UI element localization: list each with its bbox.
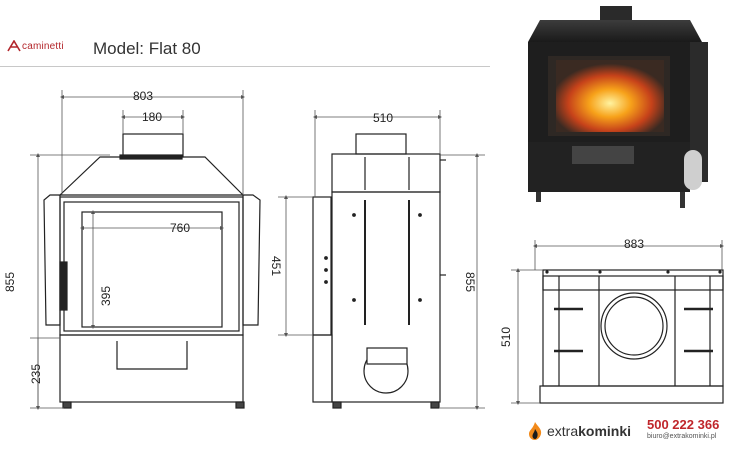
front-view <box>43 133 261 409</box>
front-door-handle <box>59 261 68 311</box>
front-base <box>59 334 244 403</box>
contact-phone[interactable]: 500 222 366 <box>647 417 720 432</box>
brand-name: caminetti <box>22 40 64 52</box>
top-flue-outer <box>600 292 668 360</box>
side-chimney <box>355 133 407 155</box>
top-door-strip <box>539 385 724 404</box>
front-left-foot <box>62 401 72 409</box>
header-divider <box>0 66 490 67</box>
side-view <box>312 133 446 409</box>
top-front-strip <box>542 269 724 291</box>
front-glass-height-label: 395 <box>99 286 113 306</box>
top-depth-label: 510 <box>499 327 513 347</box>
product-photo <box>528 6 708 208</box>
side-upper-height-label: 451 <box>269 256 283 276</box>
front-chimney <box>122 133 184 158</box>
contact-email[interactable]: biuro@extrakominki.pl <box>647 433 717 440</box>
page-title: Model: Flat 80 <box>93 39 201 58</box>
side-depth-label: 510 <box>373 111 393 125</box>
side-body <box>331 191 441 403</box>
front-right-foot <box>235 401 245 409</box>
front-base-height-label: 235 <box>29 364 43 384</box>
side-air-inlet-collar <box>366 347 408 365</box>
caminetti-logo: caminetti <box>7 40 64 52</box>
side-total-height-label: 855 <box>463 272 477 292</box>
extrakominki-wordmark-bold: kominki <box>578 423 632 439</box>
front-hood-slot <box>119 154 183 160</box>
front-glass-width-label: 760 <box>170 221 190 235</box>
top-width-label: 883 <box>624 237 644 251</box>
front-chimney-label: 180 <box>142 110 162 124</box>
top-flue-inner <box>604 296 664 356</box>
front-door-inner <box>63 201 240 332</box>
extrakominki-wordmark-light: extra <box>547 423 579 439</box>
side-door-profile <box>312 196 332 336</box>
front-door-frame <box>59 196 244 336</box>
front-left-bracket <box>43 194 61 326</box>
front-hood <box>58 156 245 196</box>
front-ash-drawer <box>116 341 188 370</box>
caminetti-a-icon <box>7 40 21 52</box>
front-right-bracket <box>242 194 261 326</box>
side-top-box <box>331 153 441 193</box>
extrakominki-logo: extrakominki <box>527 421 631 441</box>
extrakominki-wordmark: extrakominki <box>547 423 631 439</box>
top-view <box>539 269 724 404</box>
flame-icon <box>529 422 542 440</box>
front-width-label: 803 <box>133 89 153 103</box>
front-glass <box>81 211 223 328</box>
front-total-height-label: 855 <box>3 272 17 292</box>
